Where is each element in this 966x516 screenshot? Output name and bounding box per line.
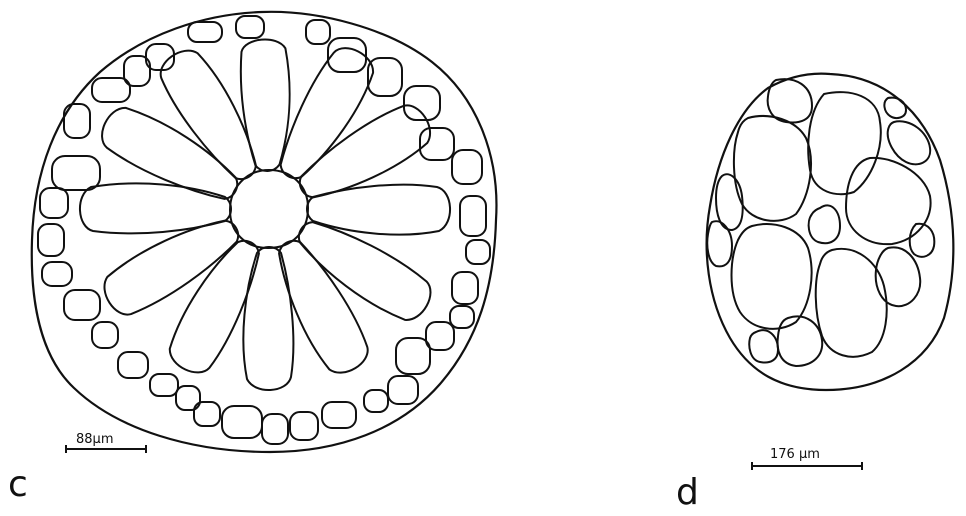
panel-c-peripheral-cell	[328, 38, 366, 72]
panel-c-radial-cell	[288, 208, 439, 328]
panel-d-cell	[707, 221, 732, 266]
panel-d-scale-label: 176 μm	[770, 447, 820, 462]
panel-c-peripheral-cell	[290, 412, 318, 440]
panel-c-peripheral-cell	[450, 306, 474, 328]
panel-d-cell	[910, 224, 935, 257]
panel-c-peripheral-cell	[236, 16, 264, 38]
panel-c-letter: c	[8, 464, 28, 505]
panel-d-cell	[734, 116, 811, 221]
panel-c-radial-cell	[94, 99, 247, 212]
panel-c-peripheral-cell	[118, 352, 148, 378]
panel-c-radial-cell	[96, 206, 248, 323]
panel-c-peripheral-cell	[404, 86, 440, 120]
panel-c-radial-cell	[80, 183, 231, 233]
panel-c-scale-label: 88μm	[76, 432, 113, 447]
panel-c-peripheral-cell	[262, 414, 288, 444]
panel-c-peripheral-cell	[466, 240, 490, 264]
panel-d-cell	[809, 205, 840, 243]
panel-c-radial-cell	[267, 40, 382, 189]
panel-c-radial-cell	[290, 97, 439, 212]
panel-c-peripheral-cell	[306, 20, 330, 44]
panel-d-cell	[749, 330, 778, 362]
panel-c-peripheral-cell	[150, 374, 178, 396]
panel-c-peripheral-cells	[38, 16, 490, 444]
panel-c-peripheral-cell	[396, 338, 430, 374]
panel-c-peripheral-cell	[40, 188, 68, 218]
panel-c-radial-cells	[80, 39, 450, 390]
panel-c-radial-cell	[243, 247, 293, 390]
panel-c-peripheral-cell	[368, 58, 402, 96]
panel-d-cells	[707, 79, 934, 366]
panel-c-peripheral-cell	[388, 376, 418, 404]
panel-c-peripheral-cell	[64, 290, 100, 320]
panel-c-peripheral-cell	[52, 156, 100, 190]
panel-c-peripheral-cell	[460, 196, 486, 236]
panel-c-peripheral-cell	[364, 390, 388, 412]
panel-c-peripheral-cell	[188, 22, 222, 42]
panel-c-peripheral-cell	[92, 322, 118, 348]
panel-c-radial-cell	[152, 42, 270, 190]
panel-c-peripheral-cell	[452, 150, 482, 184]
panel-d-cell	[732, 224, 812, 329]
panel-c-peripheral-cell	[222, 406, 262, 438]
panel-d-letter: d	[676, 472, 699, 513]
panel-d-cell	[808, 92, 881, 194]
panel-c-central-cell	[230, 170, 308, 248]
panel-c-peripheral-cell	[92, 78, 130, 102]
panel-c-peripheral-cell	[322, 402, 356, 428]
panel-d-cell	[884, 98, 906, 118]
panel-c-peripheral-cell	[42, 262, 72, 286]
panel-c-cross-section: 88μm c	[8, 12, 496, 505]
panel-c-peripheral-cell	[452, 272, 478, 304]
panel-c-peripheral-cell	[38, 224, 64, 256]
panel-d-cell	[846, 158, 931, 244]
panel-d-cell	[876, 247, 921, 306]
panel-d-cell	[778, 316, 823, 366]
panel-d-cross-section: 176 μm d	[676, 74, 953, 513]
